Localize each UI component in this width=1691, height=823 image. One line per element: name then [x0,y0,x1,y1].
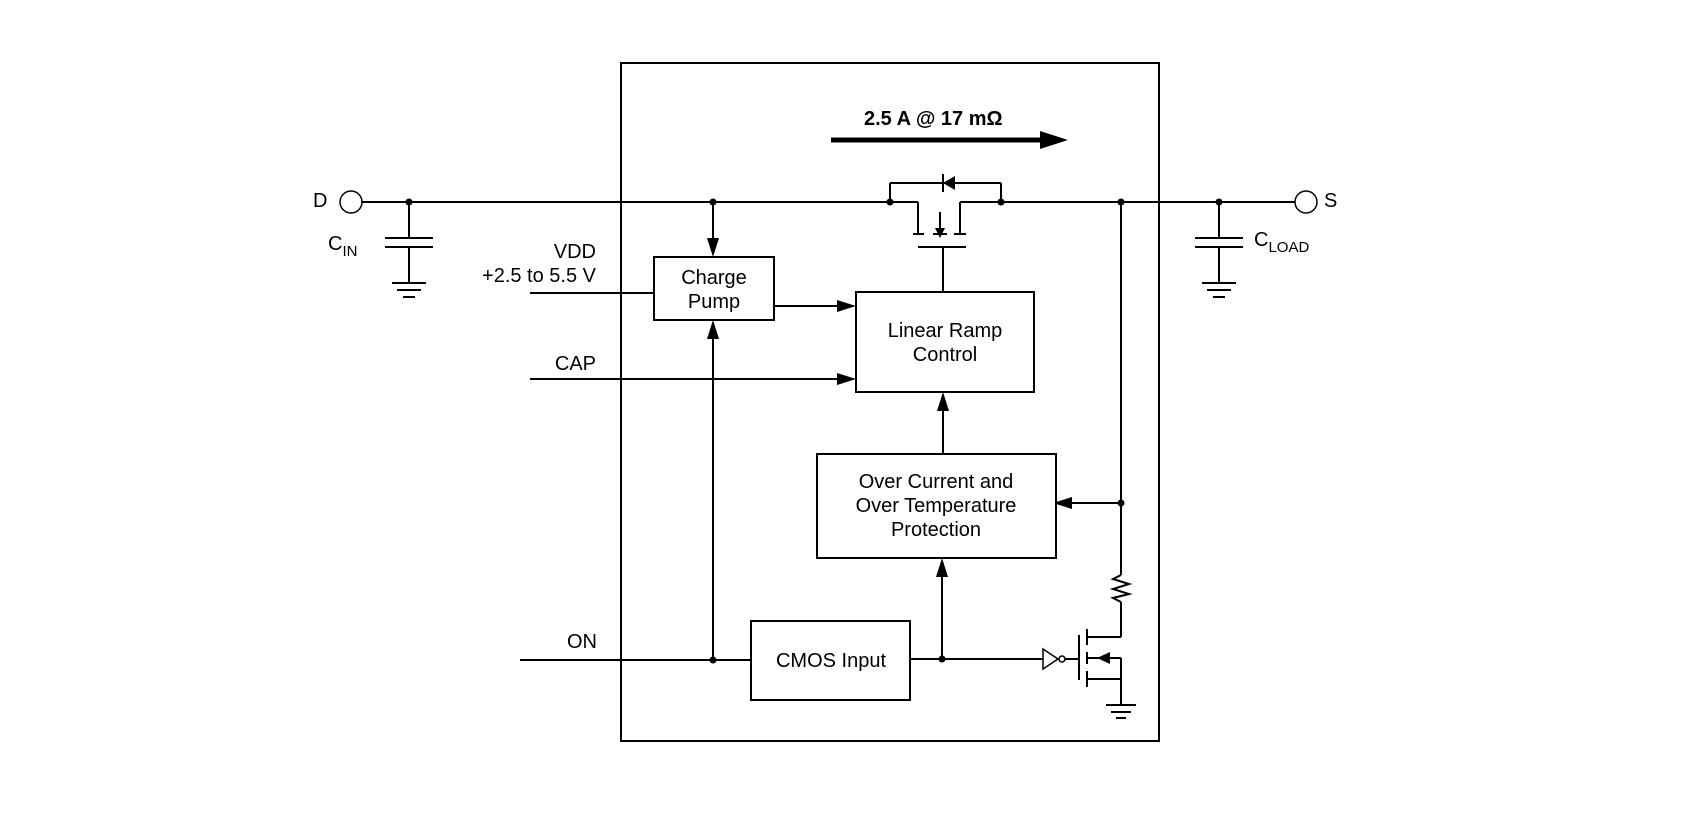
protection-label-3: Protection [891,519,981,541]
cload-capacitor [1195,198,1243,298]
cap-wire [530,373,856,385]
vdd-label: VDD [554,241,596,263]
protection-to-ramp-wire [937,392,949,454]
protection-block [816,453,1057,559]
on-label: ON [567,631,597,653]
cin-label: CIN [328,233,357,260]
charge-pump-label: Charge [681,267,747,289]
rail-to-charge-pump-wire [707,198,719,257]
cmos-output-wire [910,558,1043,663]
protection-label-2: Over Temperature [856,495,1017,517]
discharge-nmos [1078,629,1136,719]
cap-label: CAP [555,353,596,375]
d-pin-label: D [313,190,327,212]
cmos-input-label: CMOS Input [776,650,886,672]
cin-capacitor [385,198,433,298]
on-wire [520,320,751,664]
s-terminal [1294,190,1318,214]
cmos-input-block [750,620,911,701]
linear-ramp-block [855,291,1035,393]
cload-label: CLOAD [1254,229,1309,256]
inverter [1042,647,1079,671]
current-spec-label: 2.5 A @ 17 mΩ [864,108,1003,130]
current-direction-arrow [831,131,1068,149]
vdd-range-label: +2.5 to 5.5 V [482,265,597,287]
charge-pump-label-2: Pump [688,291,740,313]
linear-ramp-label: Linear Ramp [888,320,1003,342]
s-pin-label: S [1324,190,1337,212]
output-sense-line [1053,198,1133,637]
protection-label: Over Current and [859,471,1014,493]
ic-outline [620,62,1160,742]
charge-pump-to-ramp-wire [774,300,856,312]
pass-mosfet [886,174,1005,292]
d-terminal [339,190,363,214]
linear-ramp-label-2: Control [913,344,977,366]
charge-pump-block [653,256,775,321]
